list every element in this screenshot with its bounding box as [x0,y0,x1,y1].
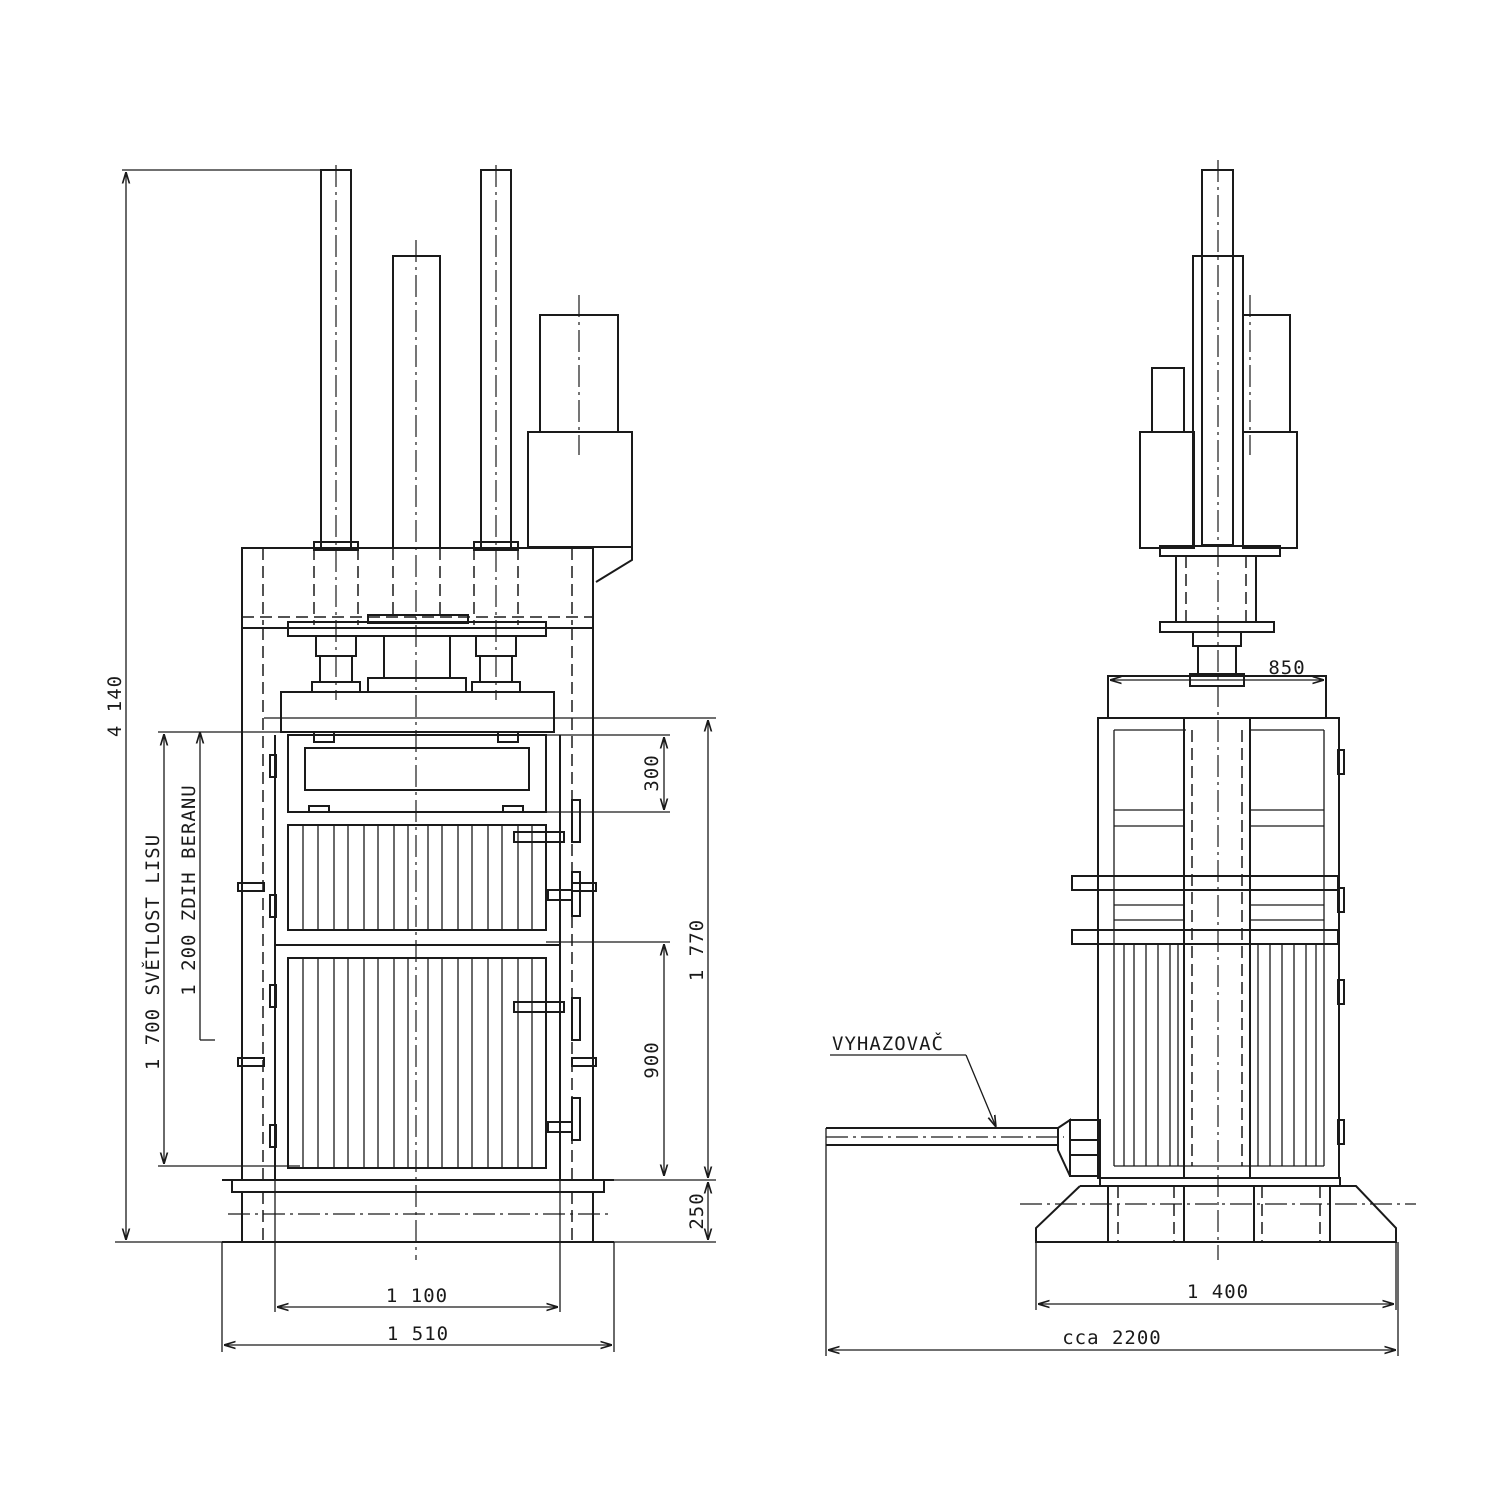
side-column [1159,555,1275,687]
front-motor-unit [527,295,633,583]
dim-lower-door: 900 [641,1041,663,1078]
dim-side-base-width: 1 400 [1187,1281,1249,1303]
dim-side-depth: 850 [1268,657,1305,679]
front-ram [280,614,555,743]
dim-base-height: 250 [686,1192,708,1229]
side-motor-unit [1139,295,1298,557]
dim-inner-width: 1 100 [386,1285,448,1307]
side-view [826,160,1416,1260]
ejector-label: VYHAZOVAČ [832,1031,944,1055]
side-cylinder [1192,160,1244,1260]
dim-bale-chamber-height: 1 770 [686,919,708,981]
front-view [222,165,633,1260]
front-lower-door [274,735,561,1181]
dim-total-height: 4 140 [104,675,126,737]
dim-front-width: 1 510 [387,1323,449,1345]
dim-top-section: 300 [641,754,663,791]
side-chamber [1071,675,1345,1179]
dim-ram-stroke: 1 200 ZDIH BERANU [178,784,200,995]
front-upper-door [287,824,547,931]
dim-overall-length: cca 2200 [1062,1327,1162,1349]
front-frame [241,628,594,1180]
side-ejector [826,1118,1101,1177]
front-base [222,1179,614,1243]
front-door-latches [237,754,597,1148]
dim-press-clearance: 1 700 SVĚTLOST LISU [141,834,164,1070]
dimension-labels: 4 140 1 700 SVĚTLOST LISU 1 200 ZDIH BER… [104,657,1305,1349]
front-upper-panel [287,734,547,813]
dimension-lines [115,169,1399,1356]
front-top-beam [241,547,594,629]
